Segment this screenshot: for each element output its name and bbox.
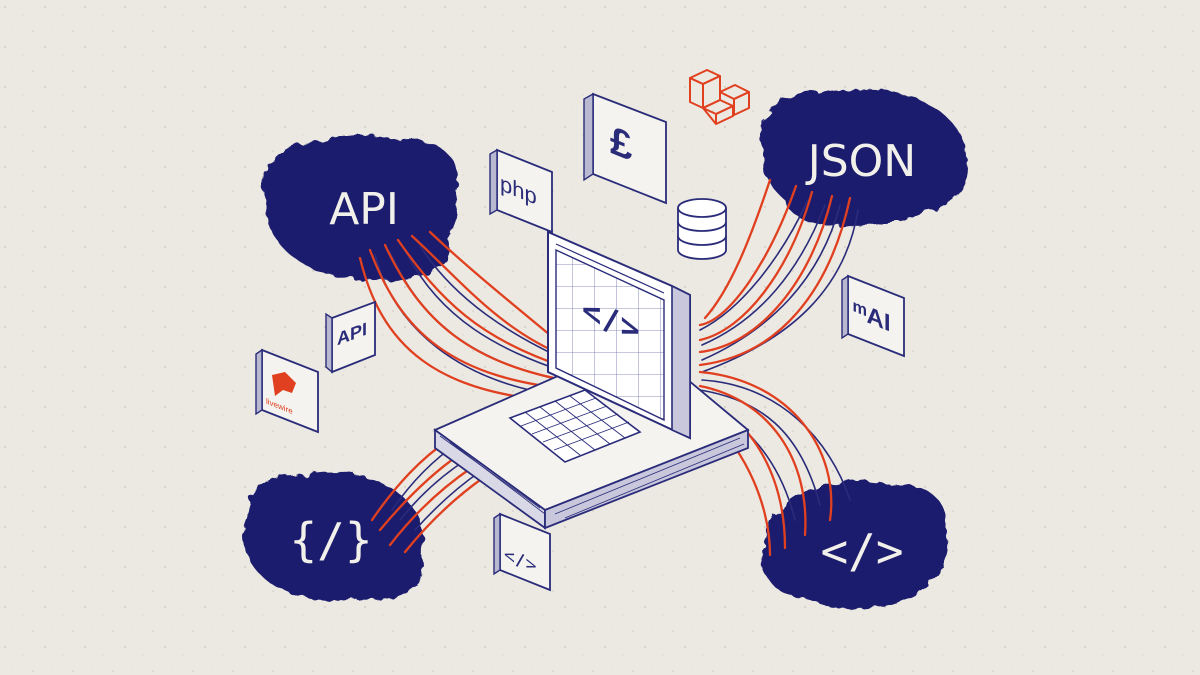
cloud-code-label: </> [820, 524, 903, 578]
card-pound-label: £ [610, 116, 632, 170]
database-icon [677, 198, 727, 260]
card-api-small: API [325, 300, 376, 374]
cloud-api-label: API [329, 184, 399, 235]
card-code-small: </> [493, 512, 551, 592]
laravel-logo-icon [689, 69, 750, 125]
monitor: </> [547, 230, 691, 440]
card-pound: £ [583, 92, 667, 205]
cloud-api: API [263, 135, 458, 280]
cloud-braces: {/} [243, 473, 424, 601]
cloud-json: JSON [760, 89, 968, 226]
card-php: php [489, 148, 553, 234]
livewire-logo-icon [272, 372, 296, 396]
monitor-screen [555, 248, 665, 422]
cloud-json-label: JSON [805, 136, 916, 187]
card-mai: ᵐAI [841, 274, 905, 358]
cloud-braces-label: {/} [289, 513, 372, 567]
card-livewire: livewire [255, 348, 319, 434]
keyboard [508, 389, 642, 463]
cloud-code: </> [762, 481, 949, 609]
